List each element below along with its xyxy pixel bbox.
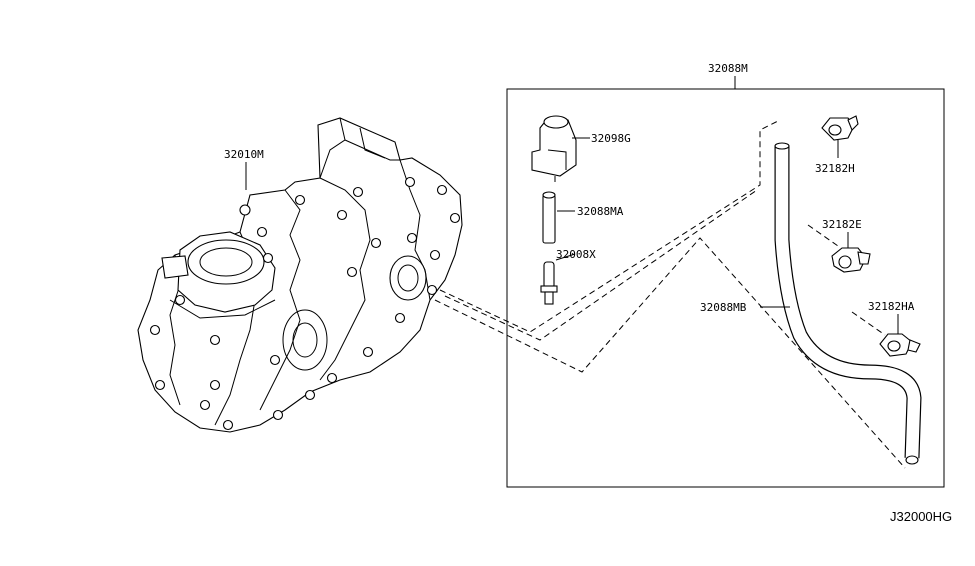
label-32088M: 32088M bbox=[708, 62, 748, 75]
clip-top-part bbox=[821, 115, 859, 141]
clip-mid-part bbox=[831, 247, 871, 273]
label-32182HA: 32182HA bbox=[868, 300, 915, 313]
label-32182H: 32182H bbox=[815, 162, 855, 175]
kit-frame bbox=[506, 88, 945, 488]
label-32088MB: 32088MB bbox=[700, 301, 747, 314]
figure-code: J32000HG bbox=[890, 509, 952, 524]
label-32008X: 32008X bbox=[556, 248, 596, 261]
sleeve-part bbox=[542, 191, 556, 244]
connector-part bbox=[540, 261, 558, 305]
label-32098G: 32098G bbox=[591, 132, 631, 145]
hose-part bbox=[774, 142, 922, 465]
transmission-drawing bbox=[137, 117, 463, 433]
label-32182E: 32182E bbox=[822, 218, 862, 231]
routing-dashed-lines bbox=[434, 119, 906, 469]
label-32088MA: 32088MA bbox=[577, 205, 624, 218]
clip-low-part bbox=[879, 333, 921, 357]
cap-part bbox=[531, 115, 577, 182]
label-32010M: 32010M bbox=[224, 148, 264, 161]
